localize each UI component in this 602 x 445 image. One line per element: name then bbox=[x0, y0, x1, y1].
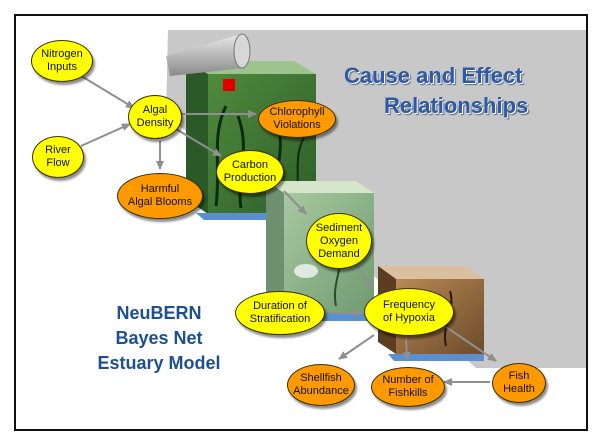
node-label: Harmful bbox=[140, 183, 180, 195]
node-label: Fish bbox=[508, 370, 530, 382]
node-label: Number of bbox=[382, 374, 434, 386]
node-label: Inputs bbox=[47, 61, 77, 73]
node-label: Violations bbox=[273, 119, 321, 131]
node-label: Sediment bbox=[315, 221, 363, 234]
node-label: Abundance bbox=[293, 385, 349, 397]
node-label: Demand bbox=[318, 247, 360, 260]
arrow-algal-to-carbon bbox=[175, 128, 222, 157]
arrow-frequency-to-fishkills bbox=[402, 337, 411, 361]
node-label: Carbon bbox=[231, 159, 269, 171]
node-label: Flow bbox=[46, 157, 70, 169]
model-label-line-3: Estuary Model bbox=[97, 353, 221, 373]
node-label: Algal Blooms bbox=[127, 196, 193, 208]
node-label: Frequency bbox=[383, 299, 435, 311]
node-label: Duration of bbox=[253, 300, 307, 312]
node-label: Shellfish bbox=[300, 372, 342, 384]
node-label: Fishkills bbox=[388, 387, 428, 399]
node-label: Chlorophyll bbox=[269, 106, 325, 118]
arrow-nitrogen-to-algal bbox=[77, 73, 135, 109]
node-label: Nitrogen bbox=[41, 48, 83, 60]
node-label: River bbox=[45, 144, 71, 156]
input-pipe bbox=[166, 33, 251, 76]
arrow-frequency-to-fishhealth bbox=[445, 326, 497, 362]
arrow-carbon-to-sediment bbox=[283, 190, 307, 215]
node-label: Health bbox=[503, 383, 535, 395]
arrows bbox=[77, 73, 497, 386]
node-label: Algal bbox=[142, 104, 168, 116]
node-label: of Hypoxia bbox=[383, 312, 435, 324]
slide-title-line-1: Cause and Effect bbox=[344, 63, 523, 88]
node-label: Production bbox=[223, 172, 277, 184]
model-label-line-2: Bayes Net bbox=[115, 328, 203, 348]
slide-frame: Cause and Effect Relationships NeuBERN B… bbox=[14, 14, 588, 431]
arrow-sediment-to-frequency bbox=[355, 263, 373, 289]
model-label-line-1: NeuBERN bbox=[116, 303, 202, 323]
node-label: Density bbox=[136, 117, 174, 129]
node-label: Stratification bbox=[249, 313, 311, 325]
arrow-frequency-to-shellfish bbox=[338, 334, 375, 360]
slide-title-line-2: Relationships bbox=[384, 93, 529, 118]
arrow-river-to-algal bbox=[80, 123, 131, 147]
node-label: Oxygen bbox=[320, 234, 358, 247]
